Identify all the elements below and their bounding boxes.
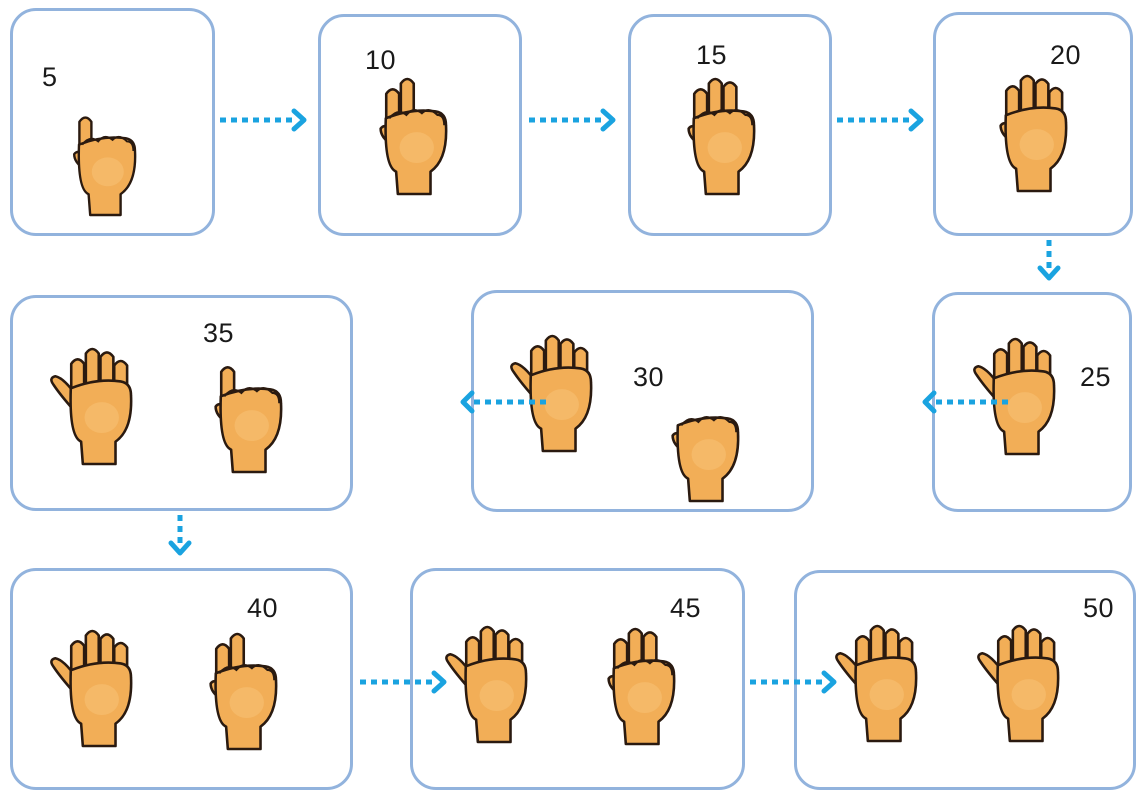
step-number: 45 bbox=[670, 593, 702, 623]
counting-hand-icon bbox=[999, 74, 1068, 193]
counting-hand-icon bbox=[50, 347, 133, 466]
folded-fingers bbox=[223, 387, 281, 404]
step-number: 20 bbox=[1050, 40, 1082, 70]
arrow-head bbox=[922, 390, 937, 414]
folded-fingers bbox=[616, 659, 674, 676]
palm-highlight bbox=[91, 157, 124, 187]
arrow-head bbox=[291, 108, 307, 132]
arrow-head bbox=[431, 670, 447, 694]
arrow-head bbox=[1037, 265, 1061, 281]
palm-highlight bbox=[869, 679, 904, 711]
palm-highlight bbox=[627, 682, 662, 714]
folded-fingers bbox=[388, 109, 446, 126]
arrow-head bbox=[460, 390, 475, 414]
palm-highlight bbox=[1019, 129, 1054, 161]
counting-hand-icon bbox=[445, 625, 528, 744]
palm-highlight bbox=[229, 687, 264, 719]
step-number: 50 bbox=[1083, 593, 1115, 623]
dotted-arrow-icon-down bbox=[168, 515, 192, 556]
dotted-arrow-icon-right bbox=[220, 108, 307, 132]
palm-highlight bbox=[84, 402, 119, 434]
counting-hand-icon bbox=[973, 337, 1056, 456]
step-panel-30 bbox=[471, 290, 814, 512]
folded-fingers bbox=[218, 664, 276, 681]
step-number: 35 bbox=[203, 318, 235, 348]
counting-hand-icon bbox=[835, 624, 918, 743]
dotted-arrow-icon-right bbox=[837, 108, 924, 132]
step-number: 30 bbox=[633, 362, 665, 392]
palm-highlight bbox=[479, 680, 514, 712]
step-number: 10 bbox=[365, 45, 397, 75]
palm-highlight bbox=[1011, 679, 1046, 711]
counting-hand-icon bbox=[687, 77, 756, 196]
arrow-head bbox=[168, 540, 192, 556]
folded-fingers bbox=[696, 109, 754, 126]
palm-highlight bbox=[84, 684, 119, 716]
counting-hand-icon bbox=[379, 77, 448, 196]
folded-fingers bbox=[81, 136, 135, 152]
step-panel-35 bbox=[10, 295, 353, 511]
counting-hand-icon bbox=[977, 624, 1060, 743]
step-number: 15 bbox=[696, 40, 728, 70]
dotted-arrow-icon-right bbox=[529, 108, 616, 132]
step-number: 40 bbox=[247, 593, 279, 623]
dotted-arrow-icon-right bbox=[360, 670, 447, 694]
palm-highlight bbox=[399, 132, 434, 164]
step-number: 25 bbox=[1080, 362, 1112, 392]
step-number: 5 bbox=[42, 62, 58, 92]
counting-hand-icon bbox=[607, 627, 676, 746]
folded-fingers bbox=[680, 416, 738, 433]
counting-hand-icon bbox=[671, 416, 740, 503]
arrow-head bbox=[821, 670, 837, 694]
palm-highlight bbox=[691, 439, 726, 471]
counting-hand-icon bbox=[510, 334, 593, 453]
counting-hand-icon bbox=[209, 632, 278, 751]
counting-hand-icon bbox=[50, 629, 133, 748]
dotted-arrow-icon-left bbox=[460, 390, 548, 414]
dotted-arrow-icon-left bbox=[922, 390, 1010, 414]
counting-hand-icon bbox=[214, 366, 283, 474]
dotted-arrow-icon-right bbox=[750, 670, 837, 694]
palm-highlight bbox=[707, 132, 742, 164]
palm-highlight bbox=[234, 410, 269, 442]
arrow-head bbox=[600, 108, 616, 132]
counting-hand-icon bbox=[73, 116, 137, 217]
palm-highlight bbox=[1007, 392, 1042, 424]
arrow-head bbox=[908, 108, 924, 132]
dotted-arrow-icon-down bbox=[1037, 240, 1061, 281]
palm-highlight bbox=[544, 389, 579, 421]
